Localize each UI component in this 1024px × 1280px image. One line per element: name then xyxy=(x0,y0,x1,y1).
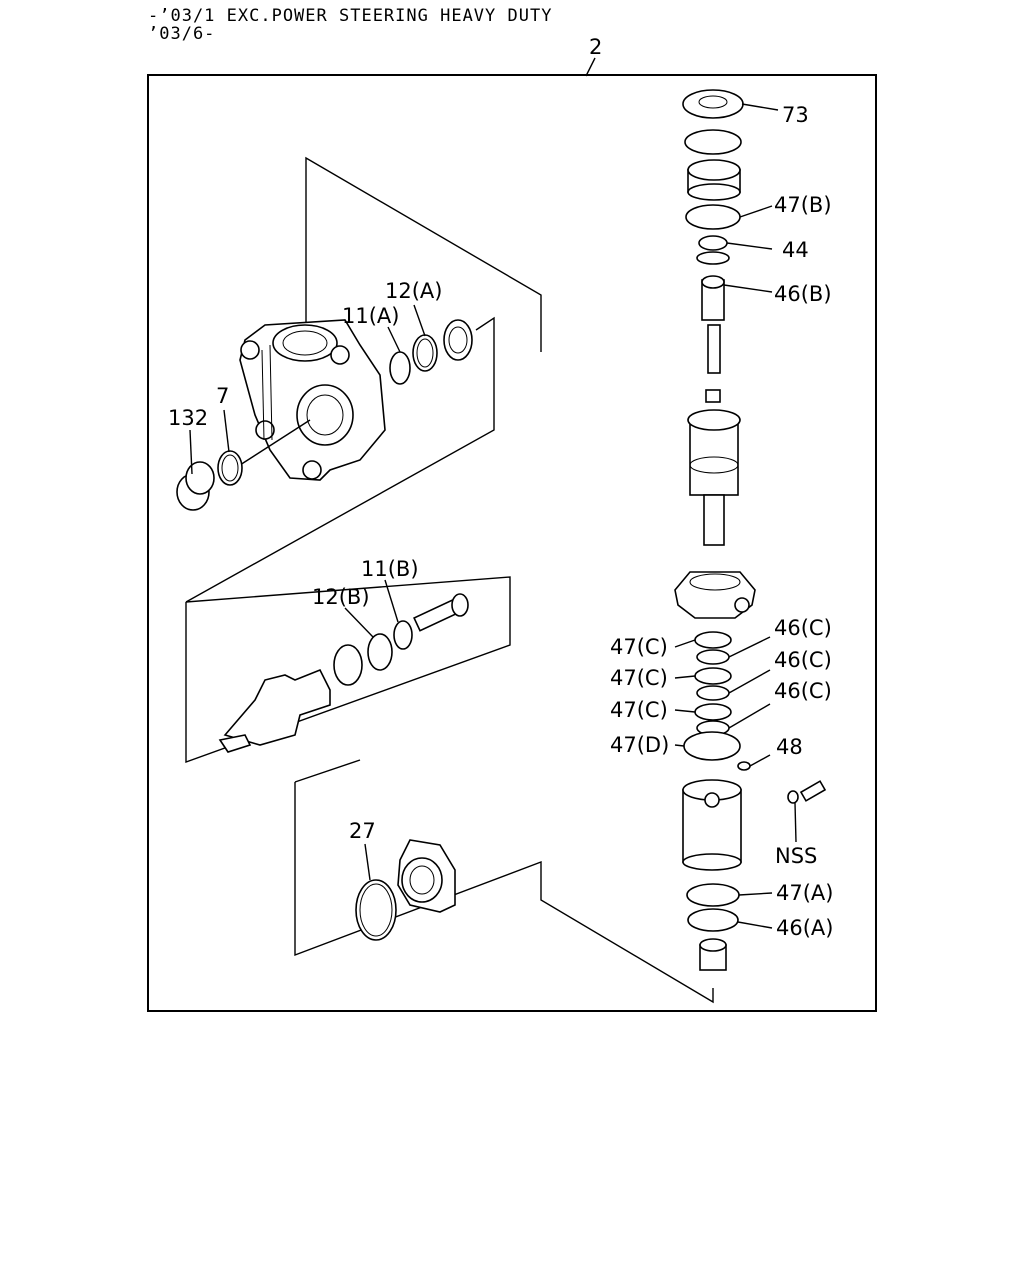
callout-47c-3: 47(C) xyxy=(610,698,668,722)
callout-47b: 47(B) xyxy=(774,193,832,217)
sector-shaft-part xyxy=(218,668,331,753)
diagram-frame xyxy=(147,74,877,1012)
callout-46a: 46(A) xyxy=(776,916,833,940)
callout-11b: 11(B) xyxy=(361,557,419,581)
header-line-2: ’03/6- xyxy=(148,24,216,44)
side-cover-part xyxy=(397,839,456,913)
callout-46b: 46(B) xyxy=(774,282,832,306)
callout-73: 73 xyxy=(782,103,809,127)
callout-48: 48 xyxy=(776,735,803,759)
end-plug xyxy=(699,938,727,971)
washer-48 xyxy=(737,761,751,771)
o-ring-47c-1 xyxy=(694,631,732,649)
group-bracket-lines xyxy=(185,156,714,1004)
callout-47a: 47(A) xyxy=(776,881,833,905)
bearing-44-lower xyxy=(696,251,730,265)
callout-46c-2: 46(C) xyxy=(774,648,832,672)
washer-73 xyxy=(682,89,744,119)
assembly-leader xyxy=(585,57,596,77)
callout-12a: 12(A) xyxy=(385,279,442,303)
snap-ring-11a xyxy=(389,351,411,385)
piston-part xyxy=(682,779,742,871)
o-ring-47a xyxy=(686,883,740,907)
snap-ring-11b xyxy=(393,620,413,650)
o-ring-27 xyxy=(355,879,397,941)
retainer-housing xyxy=(674,571,756,619)
gear-housing-part xyxy=(239,319,386,481)
cap-part-132 xyxy=(176,461,215,511)
callout-nss: NSS xyxy=(775,844,817,868)
callout-7: 7 xyxy=(216,384,229,408)
bearing-44 xyxy=(698,235,728,251)
ring-46c-2 xyxy=(696,685,730,701)
bolt-nss xyxy=(787,780,827,804)
leader-lines xyxy=(189,103,797,929)
header-line-1: -’03/1 EXC.POWER STEERING HEAVY DUTY xyxy=(148,6,553,26)
valve-small-part xyxy=(705,389,721,403)
o-ring-47b xyxy=(685,204,741,230)
callout-12b: 12(B) xyxy=(312,585,370,609)
seal-ring-7-inner xyxy=(221,454,239,482)
callout-44: 44 xyxy=(782,238,809,262)
callout-46c-3: 46(C) xyxy=(774,679,832,703)
o-ring-47c-2 xyxy=(694,667,732,685)
callout-27: 27 xyxy=(349,819,376,843)
seal-ring-12a-inner xyxy=(416,338,434,368)
callout-47c-1: 47(C) xyxy=(610,635,668,659)
valve-stem xyxy=(701,275,725,374)
o-ring-27-inner xyxy=(359,883,393,937)
bearing-upper xyxy=(443,319,473,361)
o-ring-47c-3 xyxy=(694,703,732,721)
seal-ring-12b xyxy=(367,633,393,671)
callout-132: 132 xyxy=(168,406,208,430)
callout-47c-2: 47(C) xyxy=(610,666,668,690)
ring-46c-1 xyxy=(696,649,730,665)
adjust-screw-part xyxy=(413,593,469,632)
assembly-label: 2 xyxy=(589,35,602,59)
callout-11a: 11(A) xyxy=(342,304,399,328)
bearing-lower xyxy=(333,644,363,686)
valve-body xyxy=(687,409,741,546)
callout-47d: 47(D) xyxy=(610,733,669,757)
ring-46a xyxy=(687,908,739,932)
callout-46c-1: 46(C) xyxy=(774,616,832,640)
ring-upper xyxy=(684,129,742,155)
o-ring-47d xyxy=(683,731,741,761)
upper-cover xyxy=(687,159,741,201)
